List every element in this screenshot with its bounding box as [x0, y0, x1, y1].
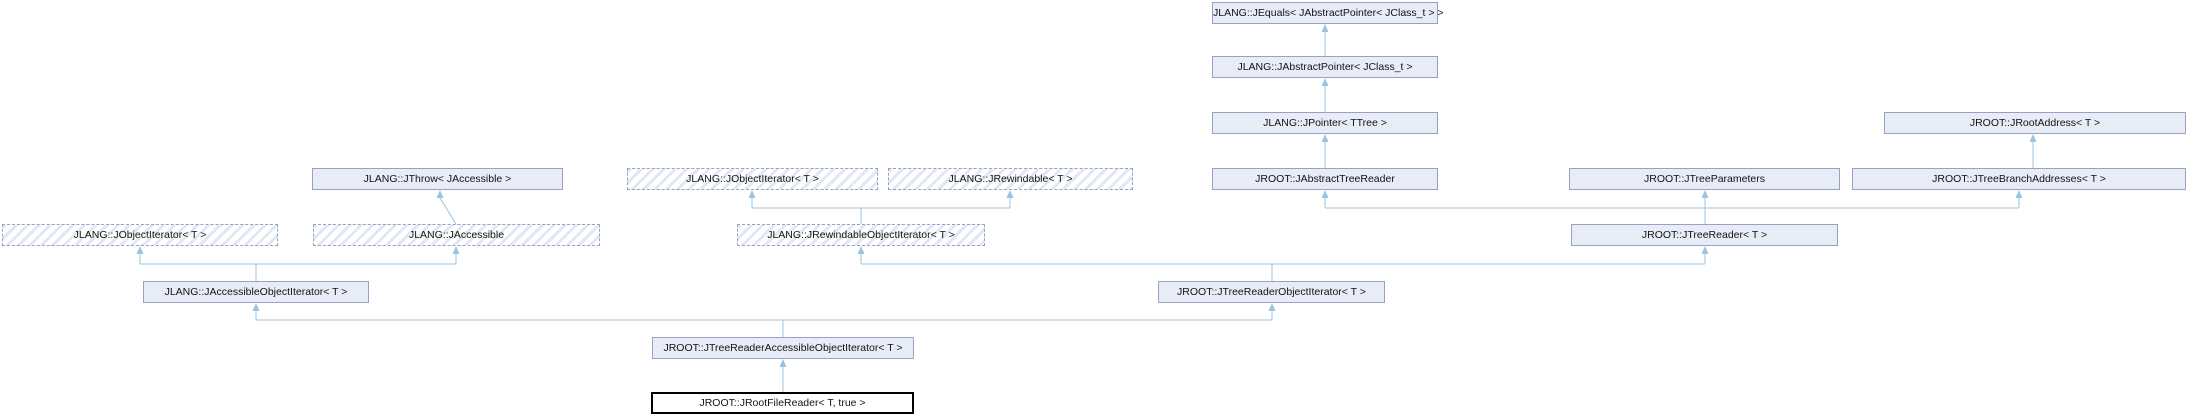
node-jaccessible-object-iterator[interactable]: JLANG::JAccessibleObjectIterator< T >	[143, 281, 369, 303]
node-jrewindable: JLANG::JRewindable< T >	[888, 168, 1133, 190]
edge-jaccessible-to-jthrow	[436, 190, 457, 225]
node-jroot-address[interactable]: JROOT::JRootAddress< T >	[1884, 112, 2186, 134]
node-jtree-parameters[interactable]: JROOT::JTreeParameters	[1569, 168, 1840, 190]
node-jrewindable-object-iterator: JLANG::JRewindableObjectIterator< T >	[737, 224, 985, 246]
edge-jabstracttreereader-to-jpointer	[1321, 134, 1329, 168]
edge-jabstractpointer-to-jequals	[1321, 24, 1329, 56]
node-jpointer[interactable]: JLANG::JPointer< TTree >	[1212, 112, 1438, 134]
edge-jtreebranchaddresses-to-jrootaddress	[2029, 134, 2037, 168]
node-jobject-iterator-lower: JLANG::JObjectIterator< T >	[2, 224, 278, 246]
node-jthrow[interactable]: JLANG::JThrow< JAccessible >	[312, 168, 563, 190]
edge-jtreereader-to-parents	[1321, 190, 2023, 224]
node-jaccessible: JLANG::JAccessible	[313, 224, 600, 246]
node-jabstract-pointer[interactable]: JLANG::JAbstractPointer< JClass_t >	[1212, 56, 1438, 78]
node-jroot-file-reader: JROOT::JRootFileReader< T, true >	[651, 392, 914, 414]
edge-jaccessibleobjectiterator-to-parents	[136, 246, 460, 281]
node-jtree-reader-object-iterator[interactable]: JROOT::JTreeReaderObjectIterator< T >	[1158, 281, 1385, 303]
node-jtree-reader-accessible-object-iterator[interactable]: JROOT::JTreeReaderAccessibleObjectIterat…	[652, 337, 914, 359]
edge-jtreereaderobjectiterator-to-parents	[857, 246, 1709, 281]
node-jtree-branch-addresses[interactable]: JROOT::JTreeBranchAddresses< T >	[1852, 168, 2186, 190]
edge-jrewindableobjectiterator-to-parents	[748, 190, 1014, 224]
edge-jpointer-to-jabstractpointer	[1321, 78, 1329, 112]
node-jabstract-tree-reader[interactable]: JROOT::JAbstractTreeReader	[1212, 168, 1438, 190]
node-jtree-reader[interactable]: JROOT::JTreeReader< T >	[1571, 224, 1838, 246]
node-jobject-iterator-upper: JLANG::JObjectIterator< T >	[627, 168, 878, 190]
edge-jtreereaderaccessibleobjectiterator-to-parents	[252, 303, 1276, 337]
edge-jrootfilereader-to-jtreereaderaccessibleobjectiterator	[779, 359, 787, 392]
node-jequals[interactable]: JLANG::JEquals< JAbstractPointer< JClass…	[1212, 2, 1444, 24]
